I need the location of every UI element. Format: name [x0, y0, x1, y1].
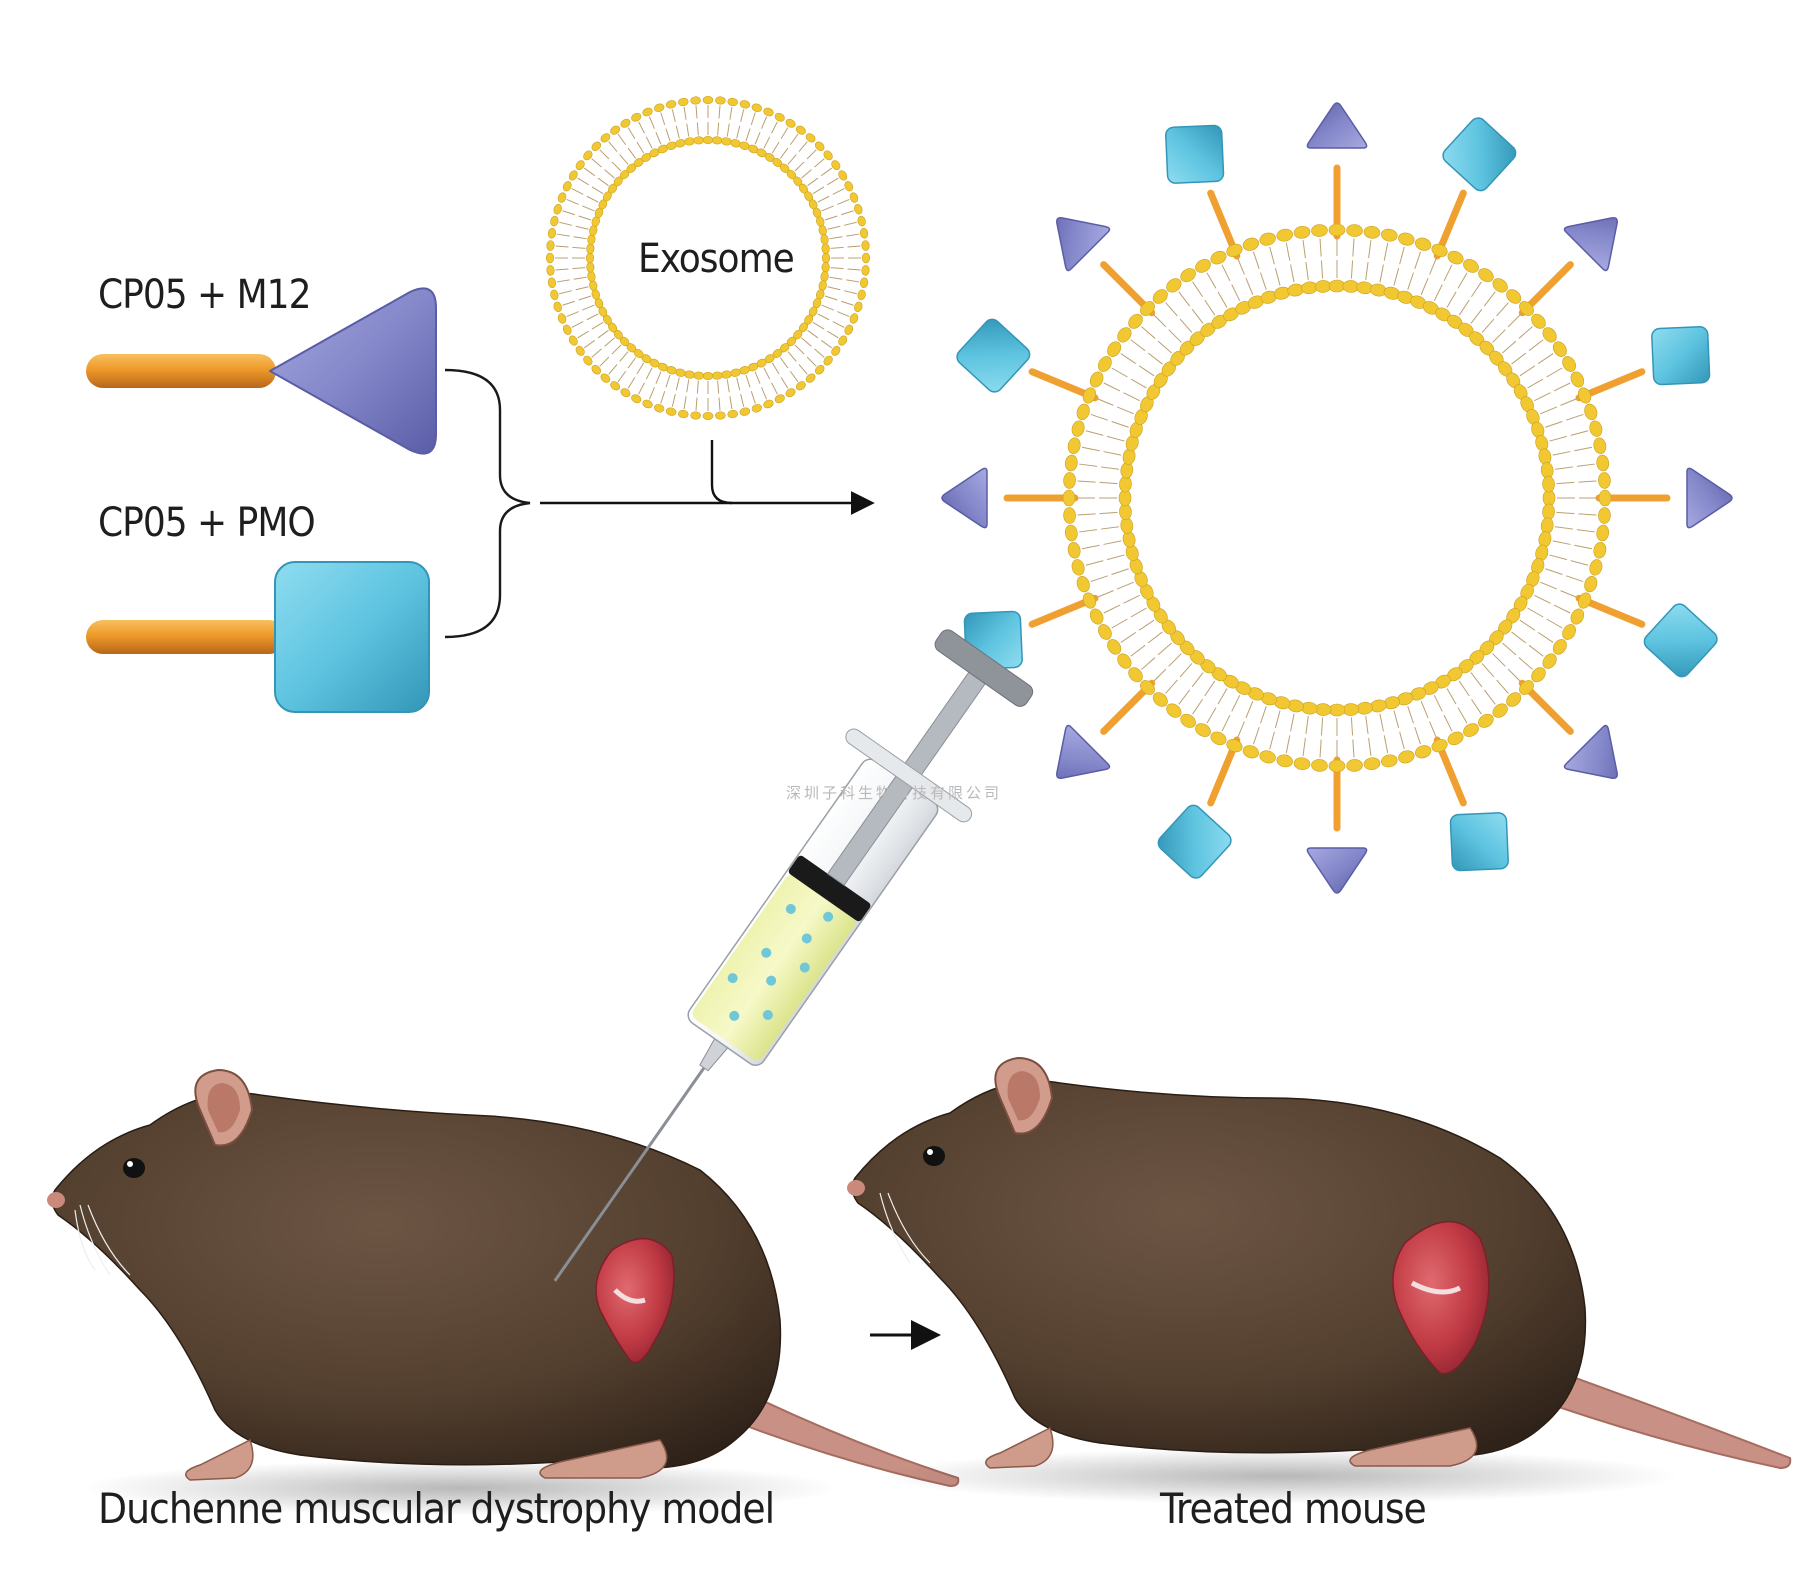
label-cp05-pmo: CP05 + PMO [98, 500, 316, 546]
label-cp05-m12: CP05 + M12 [98, 272, 311, 318]
mouse-nose [847, 1180, 865, 1196]
mouse-shadow [880, 1448, 1680, 1504]
pmo-square-icon [274, 561, 430, 713]
syringe-icon [553, 629, 1034, 1282]
mouse-hind-foot [1349, 1427, 1478, 1467]
m12-triangle-icon [1686, 467, 1733, 529]
mouse-body-icon [851, 1080, 1587, 1457]
pmo-square-icon [1442, 117, 1517, 192]
cp05-linker-rod [86, 354, 276, 388]
label-dmd-model: Duchenne muscular dystrophy model [98, 1484, 775, 1533]
m12-triangle-icon [941, 467, 988, 529]
m12-triangle-icon [269, 287, 437, 455]
mouse-hind-foot [539, 1439, 668, 1479]
loaded-exosome-vesicle [1062, 223, 1612, 773]
mouse-eye [923, 1146, 945, 1166]
mouse-body-icon [51, 1092, 782, 1469]
m12-triangle-icon [1306, 847, 1368, 894]
mouse-treated [847, 1056, 1792, 1504]
label-treated-mouse: Treated mouse [1160, 1484, 1427, 1533]
exosome-vesicle [545, 95, 871, 421]
mouse-dmd-model [47, 1068, 960, 1516]
mouse-eye [123, 1158, 145, 1178]
watermark-text: 深圳子科生物科技有限公司 [786, 784, 1003, 802]
pmo-square-icon [956, 318, 1031, 393]
combine-brace [444, 368, 531, 639]
m12-triangle-icon [1563, 724, 1618, 779]
cp05-m12-construct [86, 287, 437, 455]
mouse-nose [47, 1192, 65, 1208]
label-exosome: Exosome [638, 236, 795, 282]
m12-triangle-icon [1563, 217, 1618, 272]
m12-triangle-icon [1056, 724, 1111, 779]
pmo-square-icon [1651, 326, 1711, 386]
pmo-square-icon [1643, 603, 1718, 678]
pmo-square-icon [1157, 804, 1232, 879]
mouse-front-foot [185, 1438, 254, 1481]
pmo-square-icon [1165, 124, 1225, 184]
thigh-muscle-icon [1392, 1221, 1490, 1375]
exosome-ligands [941, 102, 1733, 894]
m12-triangle-icon [1306, 102, 1368, 149]
cp05-pmo-construct [86, 561, 430, 713]
exosome-connector [710, 440, 733, 505]
mouse-tail [1503, 1356, 1792, 1470]
mouse-front-foot [985, 1426, 1054, 1469]
pmo-square-icon [1449, 812, 1509, 872]
cp05-linker-rod [86, 620, 286, 654]
m12-triangle-icon [1056, 217, 1111, 272]
